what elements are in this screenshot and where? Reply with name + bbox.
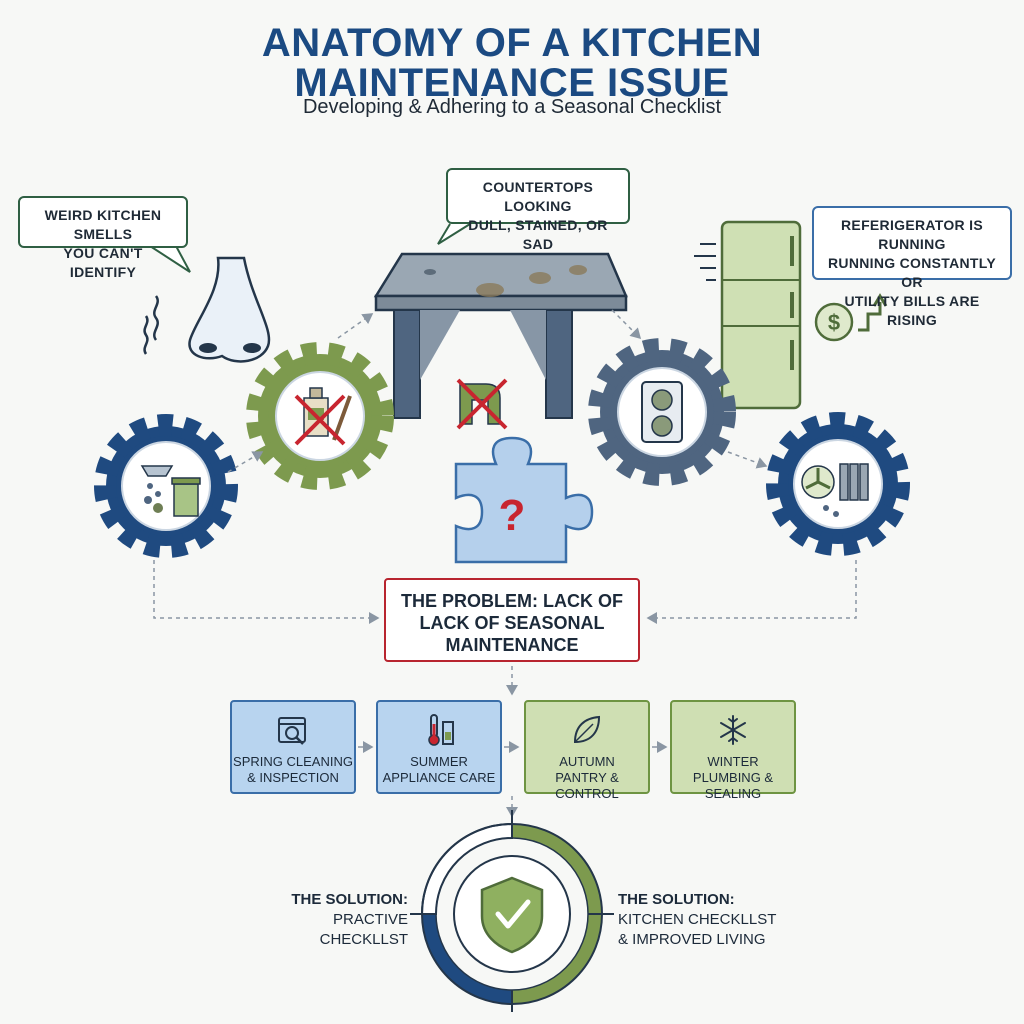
thermometer-icon xyxy=(428,714,454,746)
outlet-gear-icon xyxy=(588,338,736,486)
leaf-icon xyxy=(573,715,601,744)
inspection-calendar-icon xyxy=(278,717,306,745)
drain-trash-gear-icon xyxy=(94,414,238,558)
solution-left-label: THE SOLUTION: PRACTIVE CHECKLLST xyxy=(258,890,408,950)
problem-line-1: THE PROBLEM: LACK OF xyxy=(401,591,623,611)
smells-bubble: WEIRD KITCHEN SMELLS YOU CAN'T IDENTIFY xyxy=(18,196,188,280)
problem-box: THE PROBLEM: LACK OF LACK OF SEASONAL MA… xyxy=(384,578,640,662)
solution-right-label: THE SOLUTION: KITCHEN CHECKLLST & IMPROV… xyxy=(618,890,788,950)
countertops-bubble: COUNTERTOPS LOOKING DULL, STAINED, OR SA… xyxy=(446,168,630,252)
fan-radiator-gear-icon xyxy=(766,412,910,556)
winter-line-2: PLUMBING & SEALING xyxy=(692,770,774,801)
title-line-1: ANATOMY OF A KITCHEN xyxy=(261,21,763,65)
refrigerator-bubble: REFERIGERATOR IS RUNNING RUNNING CONSTAN… xyxy=(812,206,1012,328)
winter-line-1: WINTER xyxy=(707,754,759,769)
subtitle: Developing & Adhering to a Seasonal Chec… xyxy=(302,96,722,118)
countertops-line-2: DULL, STAINED, OR SAD xyxy=(468,217,608,252)
spring-line-1: SPRING CLEANING xyxy=(233,754,353,769)
refrigerator-line-3: UTILITY BILLS ARE RISING xyxy=(844,293,980,328)
dollar-rising-icon: $ xyxy=(814,293,888,342)
svg-text:?: ? xyxy=(499,491,526,540)
nose-icon xyxy=(143,256,271,363)
countertop-icon xyxy=(373,252,628,419)
refrigerator-line-1: REFERIGERATOR IS RUNNING xyxy=(841,217,983,252)
smells-line-2: YOU CAN'T IDENTIFY xyxy=(63,245,143,280)
autumn-line-2: PANTRY & CONTROL xyxy=(555,770,619,801)
svg-text:$: $ xyxy=(828,310,840,335)
refrigerator-icon xyxy=(694,220,802,410)
connector-lines xyxy=(153,309,857,818)
autumn-line-1: AUTUMN xyxy=(559,754,615,769)
crossed-out-faucet-icon xyxy=(456,378,508,430)
spring-line-2: & INSPECTION xyxy=(247,770,339,785)
season-spring: SPRING CLEANING & INSPECTION xyxy=(230,700,356,794)
solution-right-line-1: THE SOLUTION: xyxy=(618,891,735,908)
refrigerator-line-2: RUNNING CONSTANTLY OR xyxy=(828,255,996,290)
season-summer: SUMMER APPLIANCE CARE xyxy=(376,700,502,794)
summer-line-2: APPLIANCE CARE xyxy=(382,770,496,785)
solution-right-line-2: KITCHEN CHECKLLST xyxy=(618,911,777,928)
solution-left-line-1: THE SOLUTION: xyxy=(291,891,408,908)
problem-line-2: LACK OF SEASONAL xyxy=(419,613,605,633)
solution-left-line-2: PRACTIVE CHECKLLST xyxy=(319,911,408,948)
cleaning-supplies-gear-icon xyxy=(246,342,394,490)
season-winter: WINTER PLUMBING & SEALING xyxy=(670,700,796,801)
season-autumn: AUTUMN PANTRY & CONTROL xyxy=(524,700,650,801)
smells-line-1: WEIRD KITCHEN SMELLS xyxy=(44,207,162,242)
shield-check-icon xyxy=(480,876,544,954)
summer-line-1: SUMMER xyxy=(410,754,468,769)
problem-line-3: MAINTENANCE xyxy=(445,635,579,655)
title-line-2: MAINTENANCE ISSUE xyxy=(294,61,730,105)
snowflake-icon xyxy=(720,715,746,745)
solution-right-line-3: & IMPROVED LIVING xyxy=(618,931,766,948)
puzzle-piece-icon: ? xyxy=(454,436,594,564)
countertops-line-1: COUNTERTOPS LOOKING xyxy=(482,179,594,214)
